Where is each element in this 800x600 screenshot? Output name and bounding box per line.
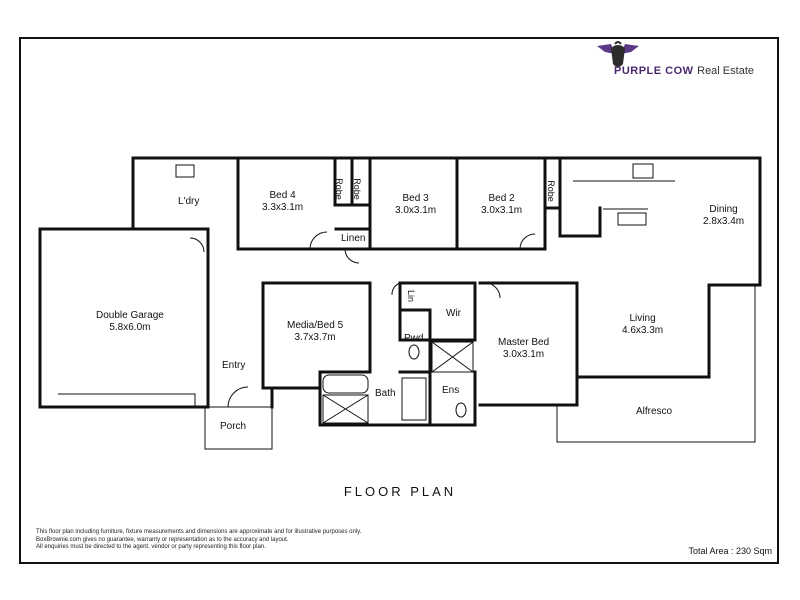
room-porch: Porch [220,421,246,433]
room-garage-name: Double Garage [96,310,164,321]
garage-door [58,393,196,408]
vanity-bath [401,377,427,421]
shower-ens [431,341,474,373]
room-living-name: Living [629,313,656,324]
room-robe-1: Robe [334,178,344,200]
brand-logo [597,41,639,67]
door-swing-1 [309,231,328,250]
page-frame [19,37,779,564]
room-laundry: L'dry [178,196,199,208]
room-robe-2-name: Robe [351,178,362,200]
door-swing-7 [227,386,249,408]
room-robe-1-name: Robe [333,178,344,200]
brand-name: PURPLE COW Real Estate [614,65,754,77]
alfresco-outline [556,285,756,443]
door-swing-4 [344,248,360,264]
room-ens-name: Ens [442,385,460,396]
room-alfresco-name: Alfresco [636,406,673,417]
room-dining-size: 2.8x3.4m [703,216,745,227]
room-robe-3: Robe [546,180,556,202]
room-media-name: Media/Bed 5 [287,320,344,331]
room-bed3-size: 3.0x3.1m [395,205,437,216]
room-bed4-name: Bed 4 [269,190,296,201]
wall-dining-north [558,156,762,287]
room-linen-name: Linen [341,233,366,244]
wall-kitchen [558,156,602,238]
room-master-name: Master Bed [498,337,550,348]
wall-master [478,281,579,407]
room-wir-name: Wir [446,308,461,319]
room-porch-name: Porch [220,421,247,432]
door-swing-3 [484,282,501,299]
room-robe-2: Robe [352,178,362,200]
shower-bath-x [322,394,369,424]
room-lin: Lin [406,290,416,302]
disclaimer: This floor plan including furniture, fix… [36,529,361,552]
room-master-size: 3.0x3.1m [503,349,545,360]
toilet-ens [455,402,467,418]
door-swing-6 [391,282,401,296]
total-area: Total Area : 230 Sqm [688,546,772,556]
door-swing-2 [519,233,536,250]
room-robe-3-name: Robe [545,180,556,202]
room-living-size: 4.6x3.3m [622,325,664,336]
porch-outline [204,406,273,450]
kitchen-bench [573,180,675,210]
disclaimer-line-2: BoxBrownie.com gives no guarantee, warra… [36,536,289,543]
room-ens: Ens [442,385,459,397]
cow-ear-right [621,44,639,54]
cooktop [632,163,654,179]
cow-face [611,45,625,67]
room-wir: Wir [446,308,461,320]
room-bed2-size: 3.0x3.1m [481,205,523,216]
wall-entry [206,251,274,409]
room-pwd-name: Pwd [404,333,424,344]
room-bath: Bath [375,388,396,400]
wall-living [575,283,762,407]
room-linen: Linen [341,233,365,245]
bath-tub [322,374,369,394]
toilet-pwd [408,344,420,360]
room-laundry-name: L'dry [178,196,200,207]
laundry-sink [175,164,195,178]
room-lin-name: Lin [406,289,417,303]
room-alfresco: Alfresco [636,406,672,418]
wall-robe-a [333,156,372,207]
room-bed3-name: Bed 3 [402,193,429,204]
disclaimer-line-3: All enquiries must be directed to the ag… [36,544,266,550]
room-media-size: 3.7x3.7m [294,332,336,343]
room-dining-name: Dining [709,204,738,215]
wall-bath [318,370,477,427]
shower-bath [322,394,369,424]
cow-ear-left [597,44,615,54]
room-bed4-size: 3.3x3.1m [262,202,304,213]
wall-wet-core [398,281,477,342]
brand-suffix: Real Estate [697,65,754,77]
plan-title: FLOOR PLAN [343,484,457,499]
room-garage-size: 5.8x6.0m [109,322,151,333]
disclaimer-line-1: This floor plan including furniture, fix… [36,529,362,535]
room-bath-name: Bath [375,388,396,399]
shower-ens-x [431,341,474,373]
room-entry: Entry [222,360,245,372]
room-bed2-name: Bed 2 [488,193,515,204]
wall-robe-b [543,156,562,251]
door-swing-5 [189,237,205,253]
room-pwd: Pwd [404,333,423,345]
room-entry-name: Entry [222,360,246,371]
cow-horn [614,41,622,45]
kitchen-sink [617,212,647,226]
brand-title: PURPLE COW [614,65,694,77]
